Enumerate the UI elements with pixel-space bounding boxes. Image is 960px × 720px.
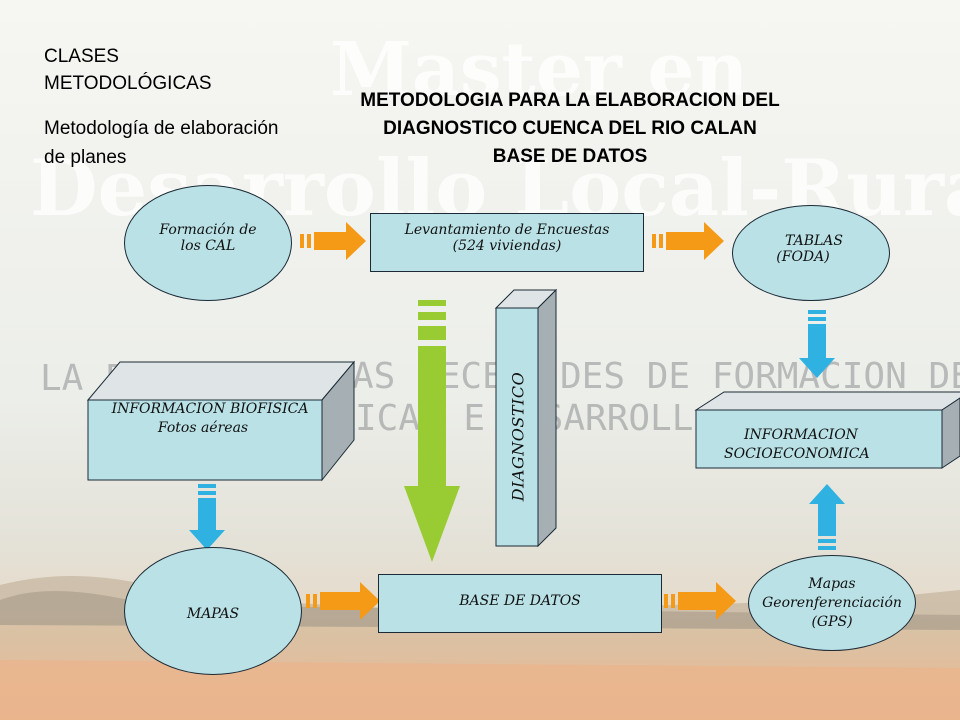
node-base-de-datos: BASE DE DATOS: [378, 574, 662, 633]
node-encuestas-line-1: Levantamiento de Encuestas: [404, 222, 610, 238]
watermark-banner-part-3: DES DE FORMACION DE QU: [560, 356, 960, 397]
node-mapas-label: MAPAS: [186, 606, 240, 622]
node-informacion-biofisica: INFORMACION BIOFISICA Fotos aéreas: [88, 400, 322, 438]
node-mapas: MAPAS: [124, 547, 302, 675]
node-diagnostico: DIAGNOSTICO: [508, 371, 528, 502]
node-tablas-line-1: TABLAS: [785, 233, 843, 249]
node-gps-line-1: Mapas: [808, 575, 856, 592]
title-line-2: DIAGNOSTICO CUENCA DEL RIO CALAN: [383, 118, 757, 139]
arrow-encuestas-to-tablas: [652, 222, 724, 260]
arrow-encuestas-to-base: [404, 300, 460, 562]
arrow-tablas-to-socioeconomica: [799, 310, 835, 378]
node-tablas-line-2: (FODA): [776, 249, 830, 265]
arrow-gps-to-socioeconomica: [809, 484, 845, 550]
arrow-biofisica-to-mapas: [189, 484, 225, 550]
node-gps-line-2: Georenferenciación: [762, 594, 902, 611]
node-socioeconomica-line-2: SOCIOECONOMICA: [724, 446, 870, 462]
arrow-base-to-gps: [664, 582, 736, 620]
arrow-formacion-to-encuestas: [300, 222, 366, 260]
node-encuestas-line-2: (524 viviendas): [452, 238, 562, 254]
title-line-3: BASE DE DATOS: [492, 146, 648, 167]
watermark-line-1: Master en: [330, 27, 748, 113]
biofisica-box: [86, 360, 356, 482]
node-tablas-foda: TABLAS (FODA): [732, 205, 890, 301]
node-mapas-gps: Mapas Georenferenciación (GPS): [748, 555, 916, 651]
node-biofisica-line-2: Fotos aéreas: [157, 420, 249, 436]
node-socioeconomica-line-1: INFORMACION: [744, 427, 858, 443]
arrow-mapas-to-base: [306, 582, 380, 620]
node-levantamiento-encuestas: Levantamiento de Encuestas (524 vivienda…: [370, 213, 644, 272]
node-base-label: BASE DE DATOS: [459, 592, 581, 609]
subject-label: Metodología de elaboración de planes: [44, 118, 279, 168]
socioeconomica-box: [694, 391, 960, 469]
node-formacion-label: Formación de los CAL: [159, 222, 257, 254]
node-informacion-socioeconomica: INFORMACION SOCIOECONOMICA: [716, 426, 916, 464]
node-biofisica-line-1: INFORMACION BIOFISICA: [111, 401, 309, 417]
node-formacion-cal: Formación de los CAL: [124, 185, 292, 301]
diagnostico-box: [494, 288, 558, 548]
node-gps-line-3: (GPS): [811, 613, 853, 630]
title-line-1: METODOLOGIA PARA LA ELABORACION DEL: [360, 90, 780, 111]
diagram-title: METODOLOGIA PARA LA ELABORACION DEL DIAG…: [300, 87, 840, 171]
category-label: CLASES METODOLÓGICAS: [44, 46, 212, 94]
